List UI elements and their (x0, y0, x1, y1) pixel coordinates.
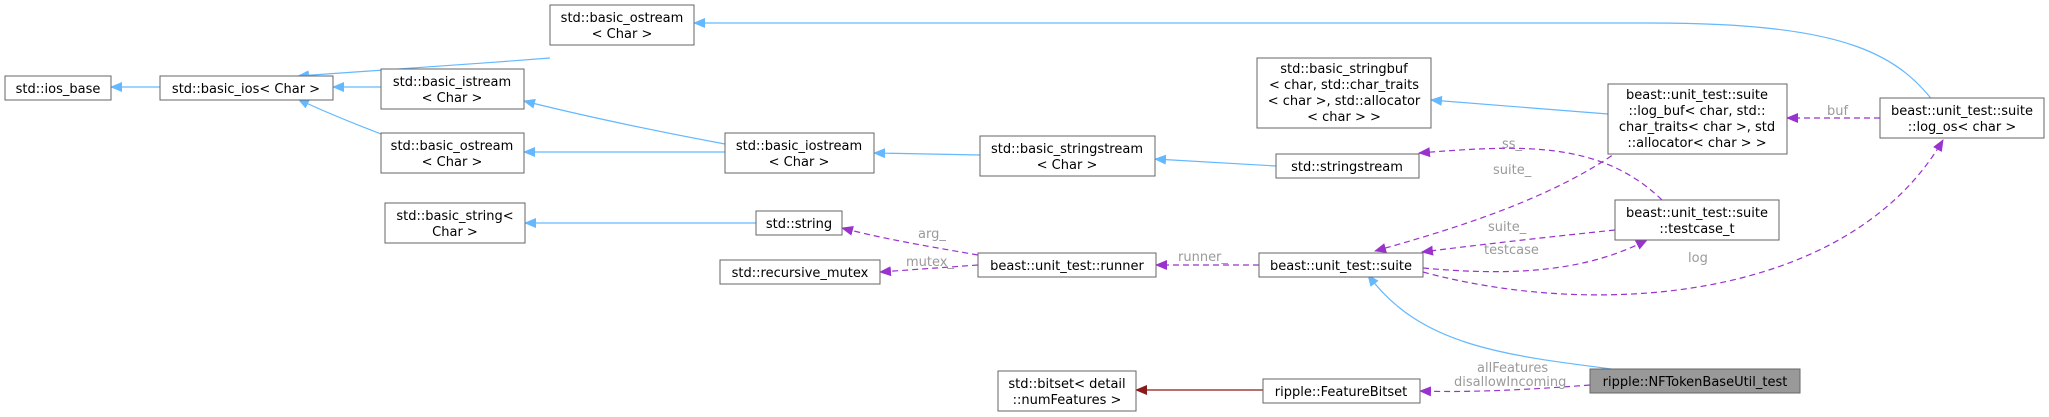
edge-stringstream-to-basic-stringstream (1154, 154, 1277, 167)
node-label-line-1: std::basic_ostream (561, 11, 684, 26)
node-label: std::string (766, 217, 832, 232)
node-label-line-2: Char > (432, 225, 478, 240)
node-string[interactable]: std::string (755, 210, 843, 236)
edge-label-suite-b: suite_ (1488, 220, 1527, 235)
node-label-line-1: std::basic_string< (396, 209, 513, 224)
node-basic-string[interactable]: std::basic_string< Char > (384, 202, 526, 244)
node-label: beast::unit_test::suite (1270, 259, 1412, 274)
node-label: std::stringstream (1291, 160, 1403, 175)
edge-label-log: log (1688, 251, 1708, 266)
edge-suite-to-testcase-t (1421, 229, 1616, 256)
node-label-line-1: std::basic_stringbuf (1280, 62, 1408, 77)
node-feature-bitset[interactable]: ripple::FeatureBitset (1262, 378, 1421, 404)
edge-basic-stringstream-to-basic-iostream (873, 148, 981, 159)
edge-log-buf-to-basic-stringbuf (1430, 95, 1609, 115)
node-label-line-2: < Char > (592, 27, 653, 42)
edge-basic-ostream-top-to-basic-ios (297, 57, 551, 81)
edge-basic-ostream-to-basic-ios (297, 98, 382, 135)
edge-testcase-t-to-stringstream (1418, 147, 1663, 201)
node-basic-stringstream[interactable]: std::basic_stringstream < Char > (979, 135, 1156, 177)
edge-nftoken-to-feature-bitset (1419, 384, 1591, 397)
edge-runner-to-recursive-mutex (879, 264, 979, 277)
node-basic-iostream[interactable]: std::basic_iostream < Char > (724, 132, 875, 174)
edge-label-mutex: mutex_ (906, 255, 954, 270)
edge-basic-iostream-to-basic-istream (523, 98, 726, 145)
node-label-line-1: beast::unit_test::suite (1626, 88, 1768, 103)
node-label: beast::unit_test::runner (990, 259, 1144, 274)
node-basic-istream[interactable]: std::basic_istream < Char > (380, 68, 525, 110)
node-recursive-mutex[interactable]: std::recursive_mutex (719, 259, 881, 285)
edge-label-arg: arg_ (918, 227, 946, 242)
node-basic-stringbuf[interactable]: std::basic_stringbuf < char, std::char_t… (1256, 57, 1432, 129)
node-ios-base[interactable]: std::ios_base (4, 75, 112, 101)
node-testcase-t[interactable]: beast::unit_test::suite ::testcase_t (1614, 199, 1780, 241)
node-label-line-1: std::basic_iostream (736, 139, 862, 154)
node-log-buf[interactable]: beast::unit_test::suite ::log_buf< char,… (1607, 83, 1788, 155)
edge-label-testcase: testcase (1484, 243, 1539, 258)
edge-suite-to-log-buf (1374, 149, 1621, 253)
node-label-line-2: < Char > (769, 155, 830, 170)
edge-nftoken-to-suite (1367, 274, 1621, 371)
node-label-line-3: char_traits< char >, std (1619, 120, 1775, 135)
edges (110, 18, 1944, 397)
edge-suite-to-log-os (1422, 139, 1944, 296)
node-label-line-2: < Char > (1037, 158, 1098, 173)
node-basic-ios[interactable]: std::basic_ios< Char > (159, 75, 334, 101)
edge-testcase-t-to-suite (1422, 239, 1648, 273)
node-basic-ostream-top[interactable]: std::basic_ostream < Char > (549, 4, 695, 46)
node-label-line-2: ::log_buf< char, std:: (1628, 104, 1765, 119)
node-bitset[interactable]: std::bitset< detail ::numFeatures > (997, 370, 1137, 412)
node-label-line-2: < char, std::char_traits (1269, 78, 1419, 93)
node-stringstream[interactable]: std::stringstream (1275, 153, 1420, 179)
node-label-line-3: < char >, std::allocator (1268, 94, 1421, 109)
edge-label-disallow-incoming: disallowIncoming (1454, 375, 1566, 390)
node-suite[interactable]: beast::unit_test::suite (1258, 252, 1424, 278)
node-label-line-1: std::basic_istream (393, 75, 511, 90)
node-label-line-1: std::bitset< detail (1008, 377, 1125, 392)
node-log-os[interactable]: beast::unit_test::suite ::log_os< char > (1879, 97, 2045, 139)
node-label-line-4: < char > > (1307, 110, 1381, 125)
node-label-line-1: std::basic_ostream (391, 139, 514, 154)
node-label-line-1: beast::unit_test::suite (1891, 104, 2033, 119)
edge-label-all-features: allFeatures (1477, 361, 1548, 376)
edge-labels: buf ss_ suite_ suite_ testcase log runne… (906, 104, 1848, 390)
node-label-line-1: std::basic_stringstream (991, 142, 1143, 157)
node-label: ripple::NFTokenBaseUtil_test (1603, 375, 1788, 390)
edge-label-buf: buf (1827, 104, 1848, 119)
node-label: std::recursive_mutex (732, 266, 869, 281)
node-label-line-2: < Char > (422, 91, 483, 106)
node-runner[interactable]: beast::unit_test::runner (977, 252, 1157, 278)
node-label: std::ios_base (16, 82, 101, 97)
edge-label-runner: runner_ (1178, 250, 1228, 265)
nodes: std::ios_base std::basic_ios< Char > std… (4, 4, 2045, 412)
node-label-line-1: beast::unit_test::suite (1626, 206, 1768, 221)
node-label-line-2: < Char > (422, 155, 483, 170)
edge-label-suite-a: suite_ (1493, 163, 1532, 178)
node-nftoken-base-util-test[interactable]: ripple::NFTokenBaseUtil_test (1589, 368, 1801, 394)
node-label: std::basic_ios< Char > (172, 82, 320, 97)
node-label-line-2: ::log_os< char > (1908, 120, 2017, 135)
edge-log-os-to-basic-ostream-top (693, 18, 1941, 111)
node-label-line-2: ::numFeatures > (1013, 393, 1122, 408)
node-label-line-4: ::allocator< char > > (1627, 136, 1766, 151)
node-label-line-2: ::testcase_t (1659, 222, 1734, 237)
node-label: ripple::FeatureBitset (1275, 385, 1407, 400)
edge-runner-to-string (841, 225, 979, 256)
edge-label-ss: ss_ (1502, 137, 1523, 152)
node-basic-ostream[interactable]: std::basic_ostream < Char > (380, 132, 525, 174)
